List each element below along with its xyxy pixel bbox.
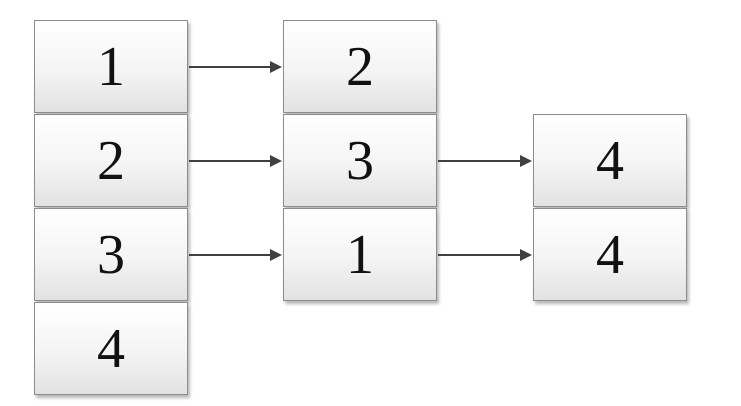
col1-cell-3-value: 3 xyxy=(97,223,125,286)
col3-cell-2-value: 4 xyxy=(596,223,624,286)
col1-cell-1: 1 xyxy=(34,20,188,113)
col3-cell-1: 4 xyxy=(533,114,687,207)
arrow-col2-row2-to-col3 xyxy=(438,155,532,167)
col1-cell-4: 4 xyxy=(34,302,188,395)
col2-cell-2-value: 3 xyxy=(346,129,374,192)
col2-cell-1-value: 2 xyxy=(346,35,374,98)
arrow-col1-row3-to-col2 xyxy=(189,249,282,261)
col3-cell-2: 4 xyxy=(533,208,687,301)
arrow-col1-row2-to-col2 xyxy=(189,155,282,167)
col2-cell-3: 1 xyxy=(283,208,437,301)
col2-cell-1: 2 xyxy=(283,20,437,113)
col1-cell-1-value: 1 xyxy=(97,35,125,98)
col2-cell-2: 3 xyxy=(283,114,437,207)
col2-cell-3-value: 1 xyxy=(346,223,374,286)
arrow-col2-row3-to-col3 xyxy=(438,249,532,261)
col1-cell-2: 2 xyxy=(34,114,188,207)
col1-cell-2-value: 2 xyxy=(97,129,125,192)
col1-cell-4-value: 4 xyxy=(97,317,125,380)
col3-cell-1-value: 4 xyxy=(596,129,624,192)
arrow-col1-row1-to-col2 xyxy=(189,61,282,73)
col1-cell-3: 3 xyxy=(34,208,188,301)
